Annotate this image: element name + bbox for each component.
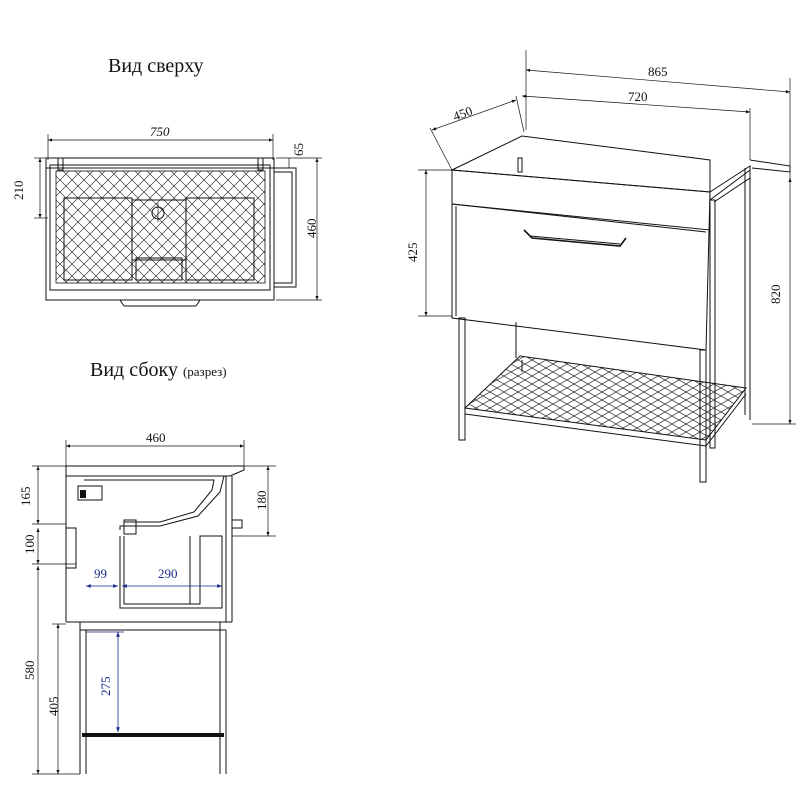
iso-shelf-edge [464,393,747,447]
dim-line-total-width [525,68,791,94]
dim-line-basin-width [521,94,751,114]
side-mesh-shelf [82,733,224,737]
top-mesh-shelf [55,170,266,284]
iso-mesh-shelf [463,355,747,441]
iso-cabinet-front [451,170,711,351]
side-drawer-box [119,535,223,609]
iso-basin-front [451,169,711,231]
iso-view: 865 720 450 [405,50,796,483]
side-view-note: (разрез) [183,364,227,379]
side-basin-inner [84,479,215,523]
iso-faucet [517,157,523,173]
side-view-title: Вид сбоку (разрез) [90,359,227,381]
side-faucet-mount [80,490,86,498]
iso-drawer-top [451,203,707,233]
dim-inner-offset: 99 [94,566,107,581]
dim-rail-height: 180 [254,491,269,511]
dim-drawer-front: 100 [22,535,37,555]
dim-shelf-height: 405 [46,697,61,717]
top-basin-center [131,199,187,261]
dim-total-width: 865 [648,64,668,79]
top-towel-rail [274,167,297,288]
side-drain [123,519,137,535]
dim-total-height: 820 [768,285,783,305]
dim-basin-width: 720 [628,89,648,104]
top-view-title: Вид сверху [108,55,204,77]
iso-handle [523,229,627,247]
dim-cabinet-height: 425 [405,243,420,263]
dim-top-height: 165 [18,487,33,507]
side-basin-bowl [80,475,225,530]
dim-shelf-gap: 275 [98,677,113,697]
iso-front-leg-left [458,317,466,441]
iso-right-leg [709,199,716,449]
iso-handle-bar [529,235,621,245]
side-view: Вид сбоку (разрез) 460 180 [18,359,276,775]
side-rear-block [65,527,77,569]
side-faucet [77,485,103,501]
top-post-right [257,157,264,171]
top-towel-rail-inner [274,171,293,284]
dim-top-depth: 460 [304,219,319,239]
dim-top-width: 750 [150,124,170,139]
top-basin-front [135,257,183,281]
side-handle [231,519,243,529]
ext-line [515,95,525,133]
top-inner-outline [49,164,271,291]
top-outline [45,157,275,301]
dim-side-depth: 460 [146,430,166,445]
dim-rail: 65 [291,143,306,156]
dim-inner-width: 290 [158,566,178,581]
top-post-left [57,157,64,171]
top-handle [119,299,201,307]
top-view: Вид сверху 750 210 65 [11,55,322,307]
iso-side-bar [709,169,751,201]
ext-line [429,127,453,171]
iso-towel-rail [749,159,791,173]
dim-basin-depth: 210 [11,181,26,201]
side-basin-top [65,465,245,477]
iso-basin-top [450,135,711,193]
dim-leg-height: 580 [22,661,37,681]
dim-line-depth [431,99,517,131]
iso-frame-top [709,165,751,203]
dim-depth: 450 [451,103,474,124]
